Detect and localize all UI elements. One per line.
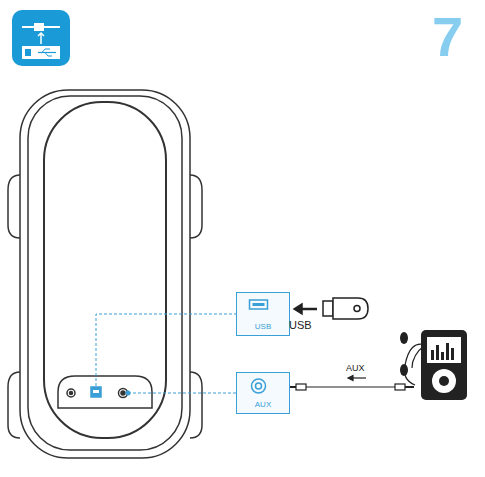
aux-dot <box>126 391 131 396</box>
step-number: 7 <box>432 4 463 69</box>
connector-label: USB <box>289 319 312 331</box>
usb-stick <box>294 298 368 319</box>
aux-cable <box>289 376 414 391</box>
mp3-player <box>400 330 467 400</box>
port-label: AUX <box>237 400 289 409</box>
connector-label: AUX <box>345 363 366 373</box>
connection-icon <box>12 10 70 66</box>
speaker-body <box>8 90 202 458</box>
port-label: USB <box>237 322 289 331</box>
aux-port-icon <box>237 373 283 399</box>
port-box: AUX <box>236 372 290 414</box>
usb-port-icon <box>237 293 283 319</box>
leader-line <box>96 314 236 393</box>
port-box: USB <box>236 292 290 336</box>
